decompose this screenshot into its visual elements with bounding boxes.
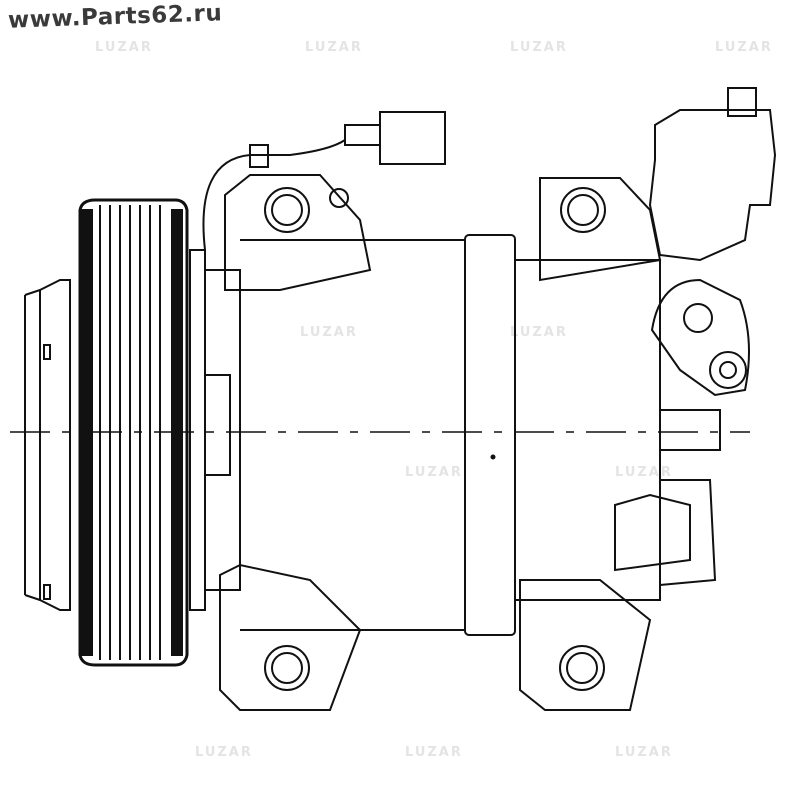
mounting-lug	[539, 177, 662, 282]
brand-watermark: LUZAR	[405, 465, 463, 480]
brand-watermark: LUZAR	[95, 40, 153, 55]
brand-watermark: LUZAR	[300, 325, 358, 340]
service-port	[648, 87, 777, 397]
brand-watermark: LUZAR	[615, 465, 673, 480]
mounting-lug	[224, 174, 372, 291]
brand-watermark: LUZAR	[510, 40, 568, 55]
compressor-body	[240, 234, 721, 636]
brand-watermark: LUZAR	[715, 40, 773, 55]
mounting-lug	[519, 579, 652, 711]
clutch-plate	[24, 279, 71, 611]
electrical-connector	[202, 111, 446, 251]
brand-watermark: LUZAR	[305, 40, 363, 55]
brand-watermark: LUZAR	[405, 745, 463, 760]
brand-watermark: LUZAR	[615, 745, 673, 760]
front-housing	[189, 249, 241, 611]
brand-watermark: LUZAR	[195, 745, 253, 760]
pulley	[78, 198, 189, 667]
brand-watermark: LUZAR	[510, 325, 568, 340]
mounting-lug	[219, 563, 362, 711]
